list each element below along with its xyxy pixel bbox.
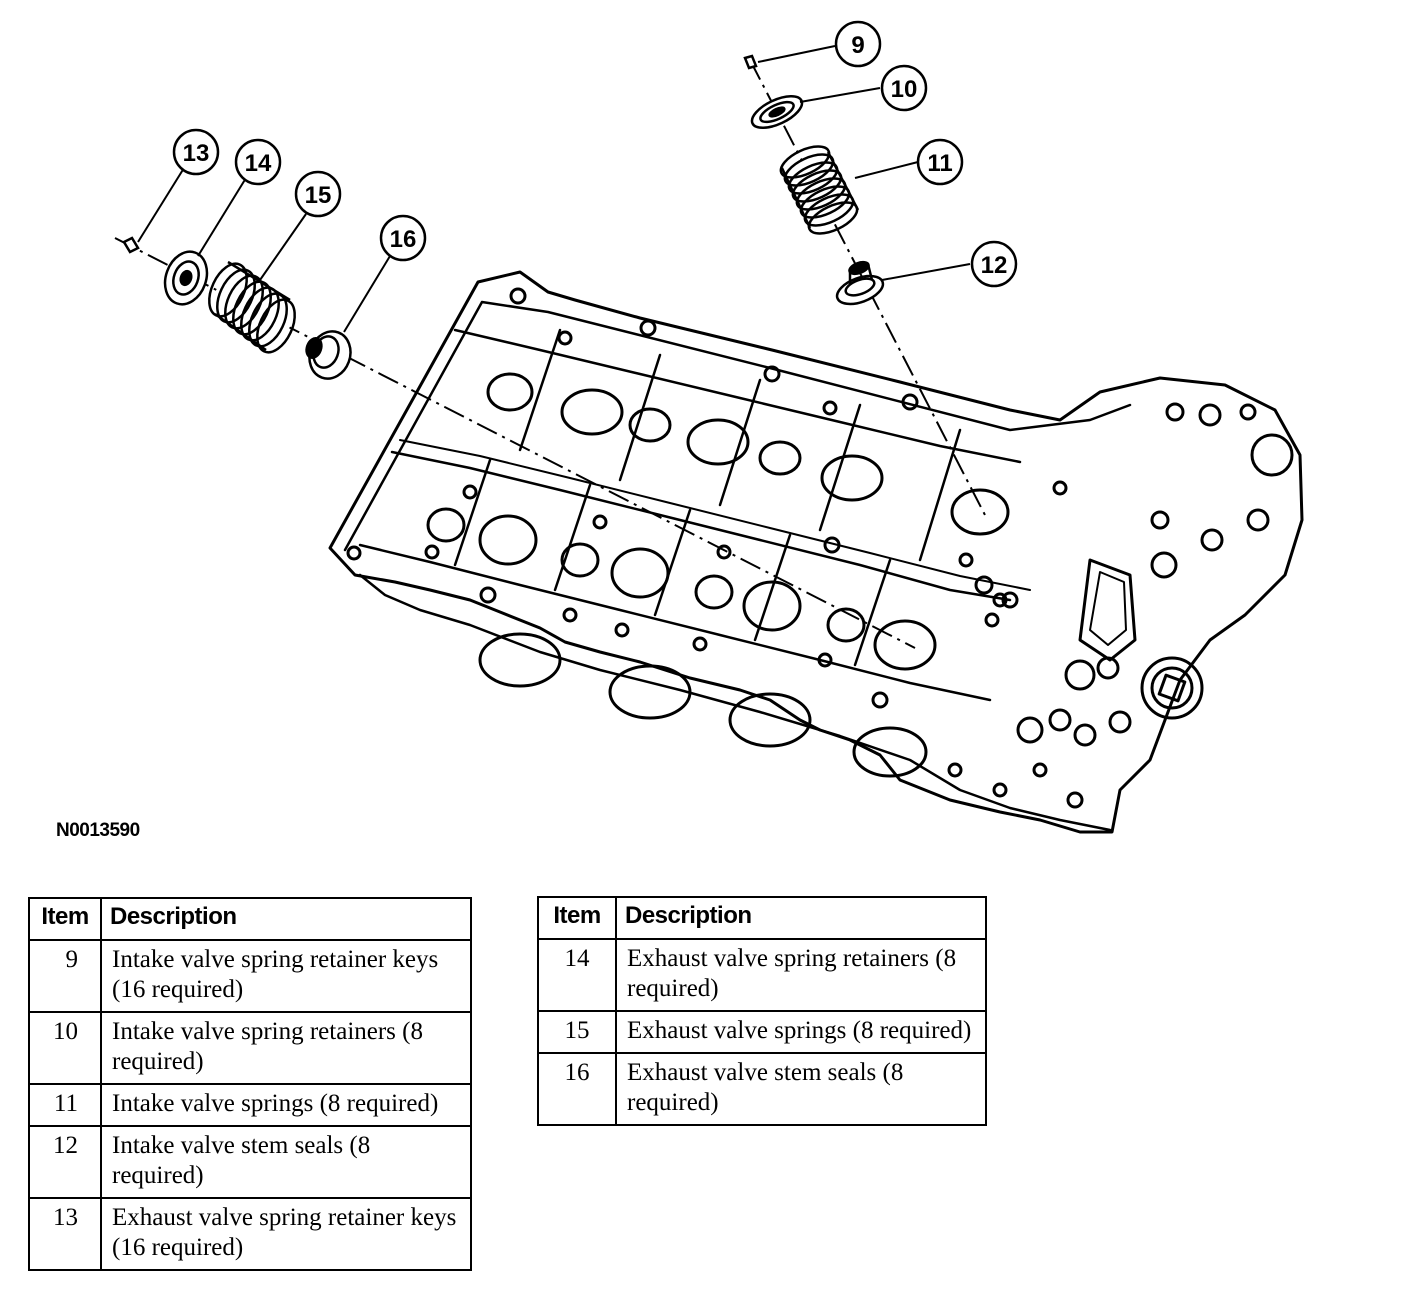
item-description: Exhaust valve spring retainer keys (16 r…: [100, 1197, 472, 1271]
svg-text:15: 15: [305, 182, 332, 209]
svg-text:12: 12: [981, 252, 1008, 279]
callout-16: 16: [379, 214, 427, 262]
item-description: Exhaust valve stem seals (8 required): [615, 1052, 987, 1126]
intake-valve-stack: [743, 54, 885, 306]
table-row: 12 Intake valve stem seals (8 required): [28, 1125, 472, 1199]
cylinder-head: [328, 270, 1304, 834]
table-row: 11 Intake valve springs (8 required): [28, 1083, 472, 1127]
callout-11: 11: [916, 138, 964, 186]
exhaust-spring-retainer: [163, 250, 209, 306]
item-description: Exhaust valve spring retainers (8 requir…: [615, 938, 987, 1012]
table-row: 16 Exhaust valve stem seals (8 required): [537, 1052, 987, 1126]
item-number: 12: [28, 1125, 102, 1199]
item-description: Intake valve springs (8 required): [100, 1083, 472, 1127]
item-number: 11: [28, 1083, 102, 1127]
table-header-row: Item Description: [537, 896, 987, 940]
intake-retainer-keys: [743, 54, 758, 70]
exhaust-valve-spring: [208, 250, 296, 356]
callout-12: 12: [970, 240, 1018, 288]
item-description: Exhaust valve springs (8 required): [615, 1010, 987, 1054]
column-header-item: Item: [537, 896, 617, 940]
callout-10: 10: [880, 64, 928, 112]
column-header-description: Description: [615, 896, 987, 940]
legend-table-left: Item Description 9 Intake valve spring r…: [28, 897, 472, 1271]
svg-text:9: 9: [851, 32, 864, 59]
exhaust-valve-stem-seal: [305, 330, 352, 380]
item-number: 16: [537, 1052, 617, 1126]
callout-9: 9: [834, 20, 882, 68]
column-header-item: Item: [28, 897, 102, 941]
table-row: 10 Intake valve spring retainers (8 requ…: [28, 1011, 472, 1085]
table-row: 13 Exhaust valve spring retainer keys (1…: [28, 1197, 472, 1271]
table-row: 15 Exhaust valve springs (8 required): [537, 1010, 987, 1054]
svg-text:16: 16: [390, 226, 417, 253]
callout-13: 13: [172, 128, 220, 176]
intake-valve-stem-seal: [835, 260, 885, 306]
svg-text:10: 10: [891, 76, 918, 103]
item-number: 14: [537, 938, 617, 1012]
item-description: Intake valve spring retainers (8 require…: [100, 1011, 472, 1085]
intake-spring-retainer: [750, 94, 804, 130]
svg-text:13: 13: [183, 140, 210, 167]
svg-text:11: 11: [927, 150, 952, 177]
svg-text:14: 14: [245, 150, 272, 177]
item-number: 10: [28, 1011, 102, 1085]
table-header-row: Item Description: [28, 897, 472, 941]
leader-lines: [137, 45, 971, 333]
table-row: 9 Intake valve spring retainer keys (16 …: [28, 939, 472, 1013]
exhaust-retainer-keys: [122, 236, 140, 254]
figure-id: N0013590: [56, 820, 140, 841]
exhaust-valve-stack: [122, 236, 352, 380]
column-header-description: Description: [100, 897, 472, 941]
callout-14: 14: [234, 138, 282, 186]
intake-valve-spring: [779, 145, 860, 235]
item-description: Intake valve stem seals (8 required): [100, 1125, 472, 1199]
item-number: 15: [537, 1010, 617, 1054]
legend-table-right: Item Description 14 Exhaust valve spring…: [537, 896, 987, 1126]
table-row: 14 Exhaust valve spring retainers (8 req…: [537, 938, 987, 1012]
item-description: Intake valve spring retainer keys (16 re…: [100, 939, 472, 1013]
item-number: 9: [28, 939, 102, 1013]
item-number: 13: [28, 1197, 102, 1271]
callout-15: 15: [294, 170, 342, 218]
callouts: 9 10 11 12 13 14: [172, 20, 1018, 288]
